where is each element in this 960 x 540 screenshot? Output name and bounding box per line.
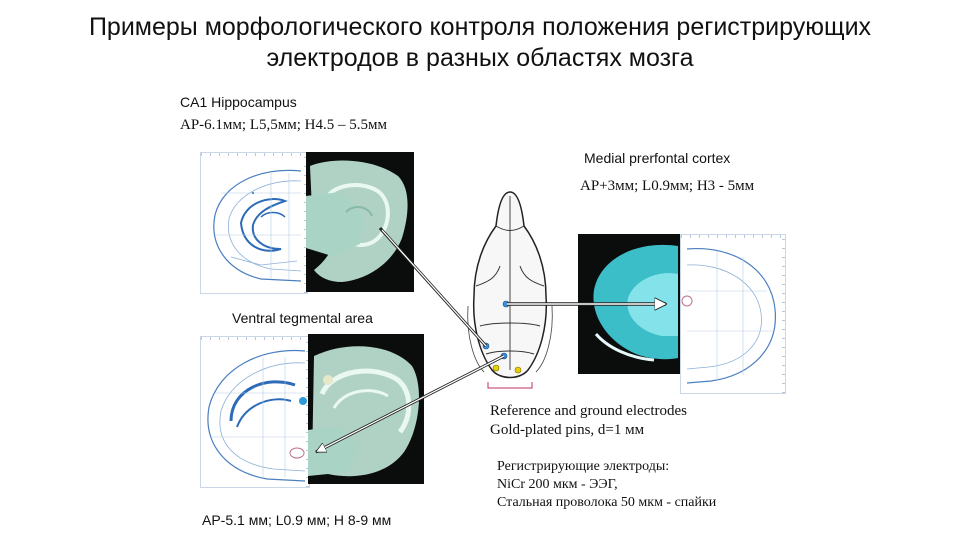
recording-electrodes-note: Регистрирующие электроды: NiCr 200 мкм -… [497, 458, 716, 512]
vta-atlas-plate [200, 336, 310, 488]
reference-electrodes-note: Reference and ground electrodes Gold-pla… [490, 402, 687, 440]
hippocampus-heading: CA1 Hippocampus [180, 94, 297, 110]
hippocampus-coordinates: AP-6.1мм; L5,5мм; H4.5 – 5.5мм [180, 117, 387, 133]
reference-line-2: Gold-plated pins, d=1 мм [490, 422, 645, 438]
title-line-2: электродов в разных областях мозга [266, 44, 694, 72]
recording-line-1: Регистрирующие электроды: [497, 459, 670, 474]
vta-heading: Ventral tegmental area [232, 310, 373, 326]
vta-coordinates: AP-5.1 мм; L0.9 мм; H 8-9 мм [202, 512, 392, 528]
mpfc-atlas-plate [680, 234, 786, 394]
mpfc-coordinates: AP+3мм; L0.9мм; H3 - 5мм [580, 178, 755, 194]
title-line-1: Примеры морфологического контроля положе… [88, 13, 872, 41]
mpfc-heading: Medial prerfontal cortex [584, 150, 731, 166]
vta-histology-photo [308, 334, 424, 484]
hippocampus-atlas-plate [200, 152, 308, 294]
reference-line-1: Reference and ground electrodes [490, 403, 687, 419]
slide-title: Примеры морфологического контроля положе… [0, 12, 960, 74]
recording-line-2: NiCr 200 мкм - ЭЭГ, [497, 477, 618, 492]
rat-skull-diagram [466, 186, 554, 392]
hippocampus-histology-photo [306, 152, 414, 292]
recording-line-3: Стальная проволока 50 мкм - спайки [497, 495, 717, 510]
